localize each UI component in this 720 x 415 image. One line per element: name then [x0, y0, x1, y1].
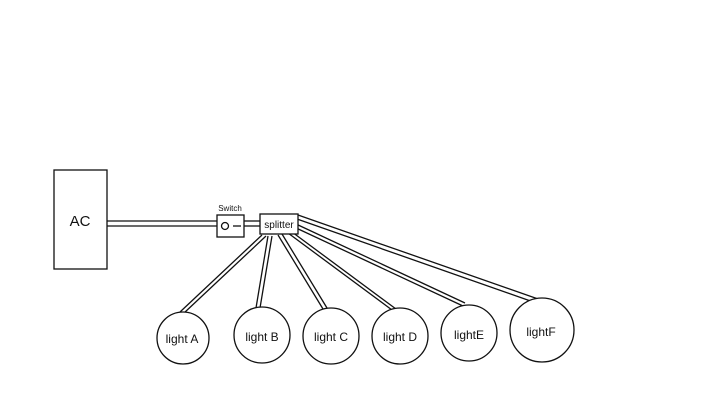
branch-wire-c	[277, 233, 328, 310]
light-a-label: light A	[166, 332, 199, 346]
switch-to-splitter-wire	[244, 220, 260, 227]
light-e: lightE	[440, 304, 498, 362]
light-f-circle	[509, 297, 575, 363]
light-e-circle	[440, 304, 498, 362]
light-f-label: lightF	[526, 325, 555, 339]
branch-wire-e	[293, 223, 466, 307]
switch	[216, 214, 245, 238]
light-b: light B	[233, 306, 291, 364]
light-c: light C	[302, 307, 360, 365]
branch-wire-f	[296, 214, 542, 305]
ac-source-label: AC	[70, 213, 91, 230]
light-b-label: light B	[245, 330, 278, 344]
branch-wire-b	[255, 235, 273, 309]
splitter-label: splitter	[264, 220, 294, 231]
switch-label: Switch	[218, 204, 242, 213]
branch-wire-a	[179, 234, 267, 314]
light-d-label: light D	[383, 330, 417, 344]
light-d-circle	[371, 307, 429, 365]
switch-contact-icon	[220, 221, 230, 231]
light-b-circle	[233, 306, 291, 364]
light-a-circle	[156, 311, 210, 365]
ac-to-switch-wire	[107, 220, 217, 227]
light-c-label: light C	[314, 330, 348, 344]
light-e-label: lightE	[454, 328, 484, 342]
switch-box	[216, 214, 245, 238]
splitter-box	[259, 213, 299, 235]
light-d: light D	[371, 307, 429, 365]
branch-wire-d	[287, 231, 397, 311]
ac-source-box	[53, 169, 108, 270]
light-f: lightF	[509, 297, 575, 363]
light-c-circle	[302, 307, 360, 365]
light-a: light A	[156, 311, 210, 365]
